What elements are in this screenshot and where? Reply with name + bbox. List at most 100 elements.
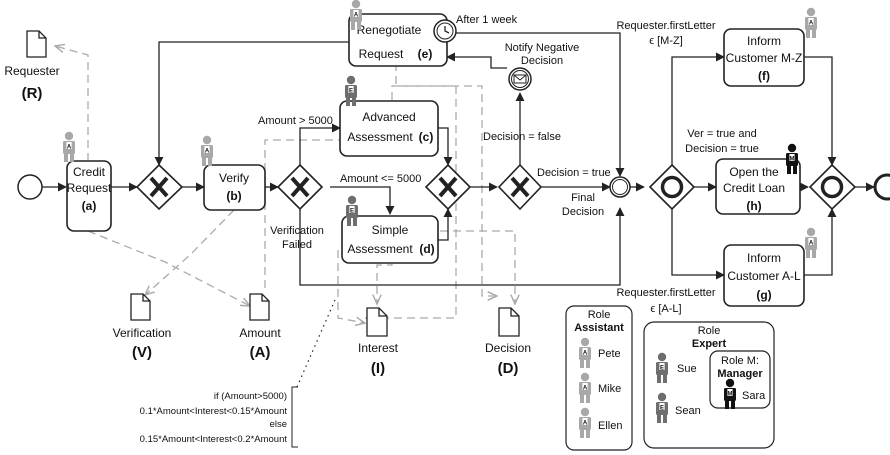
task-credit-request-id: (a) <box>82 199 97 213</box>
data-decision-label: Decision <box>485 341 531 355</box>
task-open-loan-id: (h) <box>746 199 761 213</box>
data-object-requester: Requester (R) <box>4 30 60 102</box>
task-credit-request-label-1: Credit <box>73 165 106 179</box>
task-inform-customer-mz[interactable]: Inform Customer M-Z (f) <box>723 28 805 87</box>
condition-decision-false: Decision = false <box>483 131 561 143</box>
xor-gateway-4 <box>497 163 543 211</box>
condition-verification-failed-2: Failed <box>282 239 312 251</box>
role-manager-name: Manager <box>717 368 763 380</box>
assistant-role-icon <box>805 227 817 258</box>
final-decision-label-1: Final <box>571 192 595 204</box>
data-interest-label: Interest <box>358 341 399 355</box>
assistant-member-2: Mike <box>598 383 621 395</box>
assistant-role-icon <box>63 131 75 162</box>
condition-amount-low: Amount <= 5000 <box>340 173 421 185</box>
task-open-credit-loan[interactable]: Open the Credit Loan (h) <box>715 158 801 215</box>
role-assistant-caption: Role <box>588 309 611 321</box>
end-event <box>873 173 890 201</box>
task-verify-id: (b) <box>226 189 241 203</box>
task-renegotiate-id: (e) <box>418 47 433 61</box>
task-inform-al-id: (g) <box>756 288 771 302</box>
manager-member-1: Sara <box>742 390 766 402</box>
data-interest-id: (I) <box>371 360 385 377</box>
task-inform-mz-label-1: Inform <box>747 34 781 48</box>
sequence-flows <box>42 32 875 388</box>
condition-ver-true-1: Ver = true and <box>687 128 756 140</box>
task-renegotiate-label-1: Renegotiate <box>357 23 422 37</box>
role-expert-caption: Role <box>698 325 721 337</box>
events: Final Decision Notify Negative Decision <box>17 42 890 218</box>
gateways <box>135 163 857 211</box>
final-decision-label-2: Decision <box>562 206 604 218</box>
role-expert-name: Expert <box>692 338 727 350</box>
data-verification-label: Verification <box>113 326 172 340</box>
start-event <box>17 174 43 200</box>
task-inform-al-label-1: Inform <box>747 251 781 265</box>
annotation-line-1: if (Amount>5000) <box>214 391 287 402</box>
data-associations <box>55 46 515 323</box>
task-simple-id: (d) <box>419 242 434 256</box>
or-gateway-split <box>648 163 696 211</box>
document-icon <box>130 293 151 321</box>
task-advanced-id: (c) <box>419 130 434 144</box>
condition-decision-true: Decision = true <box>537 167 611 179</box>
task-simple-label-2: Assessment <box>347 242 413 256</box>
task-verify[interactable]: Verify (b) <box>203 164 266 211</box>
task-inform-customer-al[interactable]: Inform Customer A-L (g) <box>723 244 805 307</box>
task-inform-al-label-2: Customer A-L <box>727 269 801 283</box>
task-open-loan-label-1: Open the <box>729 165 779 179</box>
role-assistant-name: Assistant <box>574 322 624 334</box>
task-simple-label-1: Simple <box>372 223 409 237</box>
xor-gateway-2 <box>276 163 324 211</box>
xor-gateway-3 <box>424 163 472 211</box>
condition-requester-mz-1: Requester.firstLetter <box>616 20 715 32</box>
data-requester-id: (R) <box>22 85 43 102</box>
condition-requester-al-1: Requester.firstLetter <box>616 287 715 299</box>
condition-ver-true-2: Decision = true <box>685 143 759 155</box>
role-expert-legend: Role Expert Sue Sean Role M: Manager Sar… <box>643 321 775 449</box>
data-object-decision: Decision (D) <box>485 307 531 377</box>
task-verify-label: Verify <box>219 171 249 185</box>
data-requester-label: Requester <box>4 64 59 78</box>
xor-gateway-1 <box>135 163 184 211</box>
task-credit-request-label-2: Request <box>67 181 112 195</box>
timer-label: After 1 week <box>456 14 518 26</box>
condition-amount-high: Amount > 5000 <box>258 115 333 127</box>
flow-conditions: Amount > 5000 Amount <= 5000 Verificatio… <box>258 20 759 315</box>
role-manager-legend: Role M: Manager Sara <box>709 350 771 409</box>
data-amount-id: (A) <box>250 344 271 361</box>
envelope-icon <box>513 74 527 84</box>
or-gateway-join <box>808 163 857 211</box>
assistant-role-icon <box>805 7 817 39</box>
interest-annotation: if (Amount>5000) 0.1*Amount<Interest<0.1… <box>140 386 298 448</box>
role-assistant-legend: Role Assistant Pete Mike Ellen <box>565 305 633 451</box>
data-object-interest: Interest (I) <box>358 307 399 377</box>
data-object-verification: Verification (V) <box>113 293 172 361</box>
document-icon <box>26 30 47 58</box>
task-advanced-assessment[interactable]: Advanced Assessment (c) <box>339 100 439 157</box>
condition-requester-al-2: ϵ [A-L] <box>650 303 681 315</box>
task-renegotiate-label-2: Request <box>359 47 404 61</box>
task-simple-assessment[interactable]: Simple Assessment (d) <box>341 215 439 264</box>
document-icon <box>366 307 388 337</box>
task-credit-request[interactable]: Credit Request (a) <box>66 160 112 232</box>
data-decision-id: (D) <box>498 360 519 377</box>
data-amount-label: Amount <box>239 326 281 340</box>
expert-member-1: Sue <box>677 363 697 375</box>
condition-verification-failed-1: Verification <box>270 225 324 237</box>
annotation-line-2: 0.1*Amount<Interest<0.15*Amount <box>140 406 288 417</box>
data-object-amount: Amount (A) <box>239 293 281 361</box>
timer-icon <box>433 19 457 43</box>
condition-requester-mz-2: ϵ [M-Z] <box>649 35 683 47</box>
task-inform-mz-label-2: Customer M-Z <box>726 51 803 65</box>
task-inform-mz-id: (f) <box>758 69 770 83</box>
data-verification-id: (V) <box>132 344 152 361</box>
final-decision-event-inner <box>612 179 628 195</box>
task-renegotiate-request[interactable]: Renegotiate Request (e) <box>348 13 448 67</box>
annotation-line-3: else <box>270 419 287 430</box>
task-advanced-label-2: Assessment <box>347 130 413 144</box>
assistant-member-3: Ellen <box>598 420 622 432</box>
notify-label-1: Notify Negative <box>505 42 580 54</box>
annotation-line-4: 0.15*Amount<Interest<0.2*Amount <box>140 434 288 445</box>
